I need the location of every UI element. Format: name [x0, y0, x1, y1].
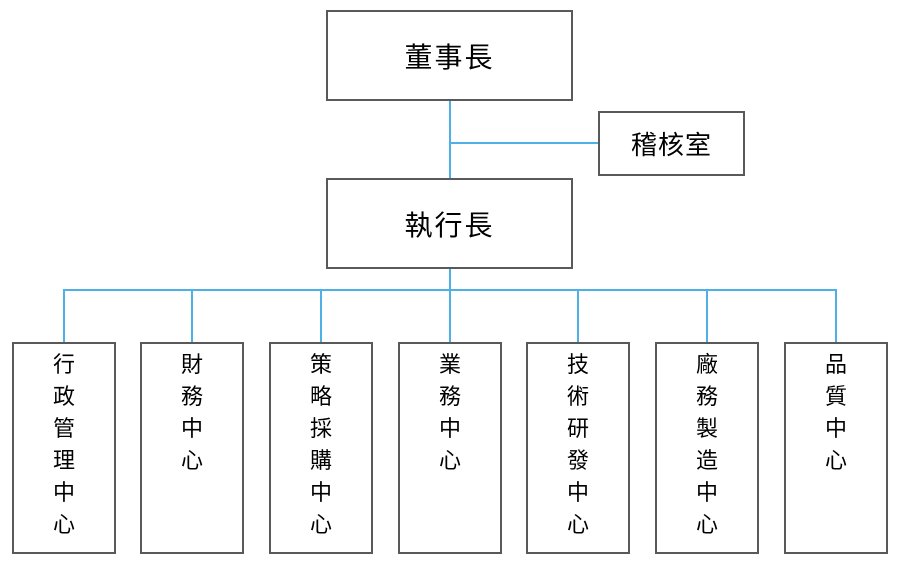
distribution-line	[63, 289, 837, 291]
node-dept-technology-rd-center: 技術研發中心	[526, 342, 630, 554]
node-dept-admin-management-center: 行政管理中心	[12, 342, 116, 554]
node-dept-business-center: 業務中心	[398, 342, 502, 554]
connector-to-audit-office	[449, 142, 598, 144]
dept-label: 技術研發中心	[566, 352, 589, 537]
connector-chairman-to-ceo	[449, 101, 451, 178]
node-chairman: 董事長	[326, 10, 573, 101]
chairman-label: 董事長	[404, 41, 495, 73]
drop-line-dept-3	[320, 289, 322, 342]
dept-label: 行政管理中心	[52, 352, 75, 537]
dept-label: 品質中心	[824, 352, 847, 473]
dept-label: 策略採購中心	[309, 352, 332, 537]
node-ceo: 執行長	[326, 178, 573, 269]
node-dept-quality-center: 品質中心	[784, 342, 888, 554]
dept-label: 業務中心	[438, 352, 461, 473]
audit-office-label: 稽核室	[630, 130, 712, 160]
node-dept-strategic-procurement-center: 策略採購中心	[269, 342, 373, 554]
ceo-label: 執行長	[404, 209, 495, 241]
drop-line-dept-1	[63, 289, 65, 342]
connector-ceo-to-departments	[449, 269, 451, 342]
drop-line-dept-5	[577, 289, 579, 342]
dept-label: 財務中心	[180, 352, 203, 473]
drop-line-dept-7	[835, 289, 837, 342]
node-audit-office: 稽核室	[598, 111, 745, 176]
drop-line-dept-2	[191, 289, 193, 342]
node-dept-factory-manufacturing-center: 廠務製造中心	[655, 342, 759, 554]
drop-line-dept-6	[706, 289, 708, 342]
dept-label: 廠務製造中心	[695, 352, 718, 537]
node-dept-finance-center: 財務中心	[140, 342, 244, 554]
